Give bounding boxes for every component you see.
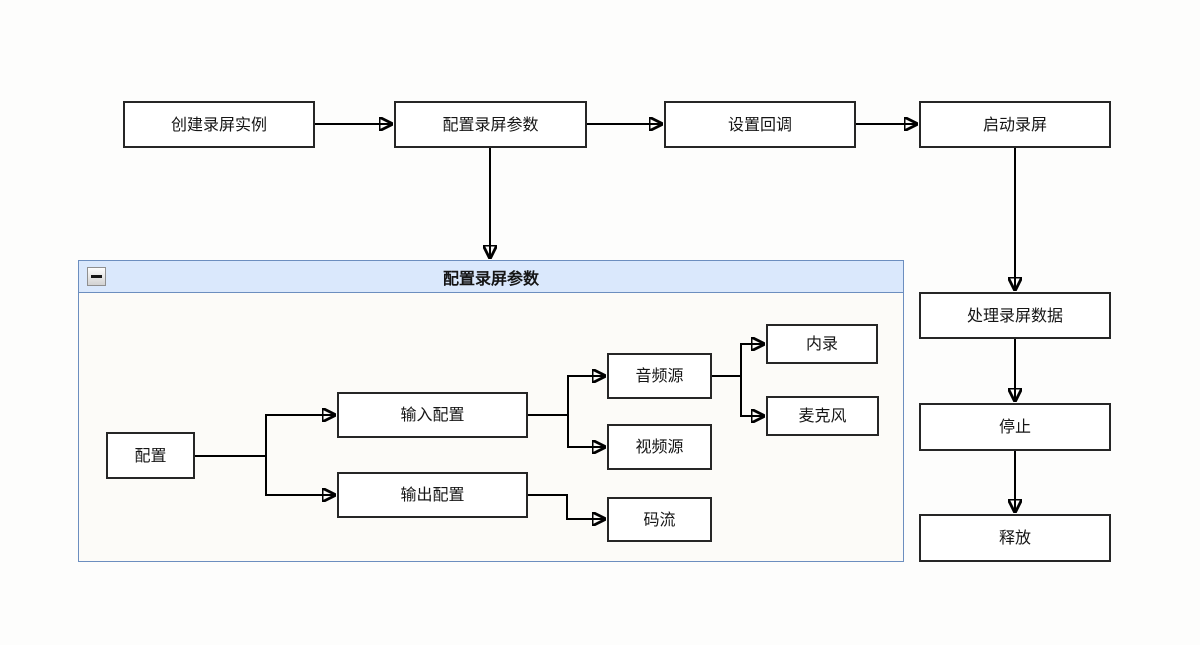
connector-output-to-bitstream: [528, 494, 604, 519]
node-microphone: 麦克风: [766, 396, 879, 436]
collapse-button[interactable]: [87, 267, 106, 286]
node-set-callback: 设置回调: [664, 101, 856, 148]
connector-input-to-video: [567, 415, 604, 447]
node-input-config: 输入配置: [337, 392, 528, 438]
group-title: 配置录屏参数: [442, 268, 539, 288]
node-audio-source: 音频源: [607, 353, 712, 399]
node-internal-recording: 内录: [766, 324, 878, 364]
group-header: 配置录屏参数: [79, 261, 903, 293]
connector-audio-to-mic: [740, 376, 763, 416]
node-configure-params: 配置录屏参数: [394, 101, 587, 148]
node-process-data: 处理录屏数据: [919, 292, 1111, 339]
node-release: 释放: [919, 514, 1111, 562]
node-config: 配置: [106, 432, 195, 479]
node-video-source: 视频源: [607, 424, 712, 470]
node-bitstream: 码流: [607, 497, 712, 542]
connector-audio-to-internal: [740, 344, 763, 376]
connector-input-to-audio: [567, 376, 604, 415]
node-output-config: 输出配置: [337, 472, 528, 518]
connector-config-to-output: [265, 456, 334, 495]
node-start-capture: 启动录屏: [919, 101, 1111, 148]
node-create-instance: 创建录屏实例: [123, 101, 315, 148]
minus-icon: [91, 275, 102, 278]
connector-config-to-input: [265, 415, 334, 456]
node-stop: 停止: [919, 403, 1111, 451]
